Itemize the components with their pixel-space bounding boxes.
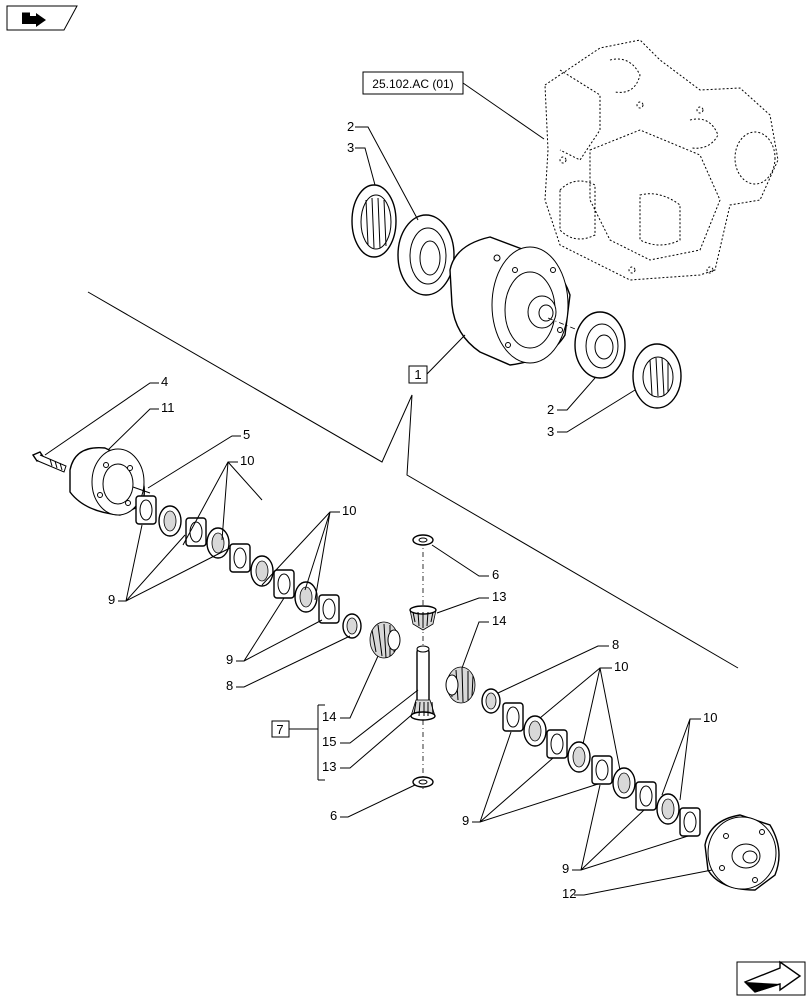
callout-3-upper: 3	[347, 140, 354, 155]
bearing-upper	[397, 214, 455, 296]
bevel-gear-bottom	[410, 699, 436, 721]
svg-text:1: 1	[414, 367, 421, 382]
clutch-plate-stack-right	[481, 688, 701, 837]
callout-5: 5	[243, 427, 250, 442]
flange-housing-left	[69, 446, 145, 516]
section-divider	[87, 291, 739, 669]
seal-ring-upper	[351, 184, 397, 258]
callout-9-a: 9	[108, 592, 115, 607]
flange-housing-right	[704, 814, 780, 891]
callout-box-1[interactable]: 1	[408, 365, 428, 384]
callout-10-c: 10	[614, 659, 628, 674]
callout-15: 15	[322, 734, 336, 749]
bevel-gear-top	[409, 605, 437, 631]
callout-14-a: 14	[492, 613, 506, 628]
reference-box[interactable]: 25.102.AC (01)	[362, 71, 464, 95]
callout-13-a: 13	[492, 589, 506, 604]
callout-3-lower: 3	[547, 424, 554, 439]
book-arrow-icon[interactable]	[6, 5, 78, 31]
callout-11: 11	[161, 400, 175, 415]
svg-text:7: 7	[276, 722, 283, 737]
callout-10-b: 10	[342, 503, 356, 518]
callout-2-lower: 2	[547, 402, 554, 417]
callout-6-a: 6	[492, 567, 499, 582]
callout-9-c: 9	[462, 813, 469, 828]
group-bracket	[289, 704, 325, 781]
callout-8-a: 8	[226, 678, 233, 693]
callout-9-d: 9	[562, 861, 569, 876]
callout-4: 4	[161, 374, 168, 389]
reference-label: 25.102.AC (01)	[372, 77, 453, 91]
side-gear-left	[369, 621, 401, 659]
callout-6-b: 6	[330, 808, 337, 823]
callout-13-b: 13	[322, 759, 336, 774]
next-page-arrow-icon[interactable]	[736, 960, 806, 996]
callout-8-b: 8	[612, 637, 619, 652]
seal-ring-lower	[632, 343, 682, 409]
callout-12: 12	[562, 886, 576, 901]
callout-14-b: 14	[322, 709, 336, 724]
bearing-lower	[574, 311, 626, 379]
differential-case	[449, 236, 571, 366]
callout-9-b: 9	[226, 652, 233, 667]
thrust-washer-bottom	[412, 776, 434, 788]
bolt	[31, 451, 67, 473]
pinion-shaft	[416, 645, 430, 711]
side-gear-right	[445, 666, 476, 704]
callout-2-upper: 2	[347, 119, 354, 134]
thrust-washer-top	[412, 534, 434, 546]
callout-10-a: 10	[240, 453, 254, 468]
leader-line	[462, 82, 545, 140]
callout-box-7[interactable]: 7	[271, 720, 290, 738]
callout-10-d: 10	[703, 710, 717, 725]
pin	[132, 486, 151, 494]
clutch-plate-stack-left	[135, 495, 362, 639]
axle-housing	[544, 39, 779, 281]
